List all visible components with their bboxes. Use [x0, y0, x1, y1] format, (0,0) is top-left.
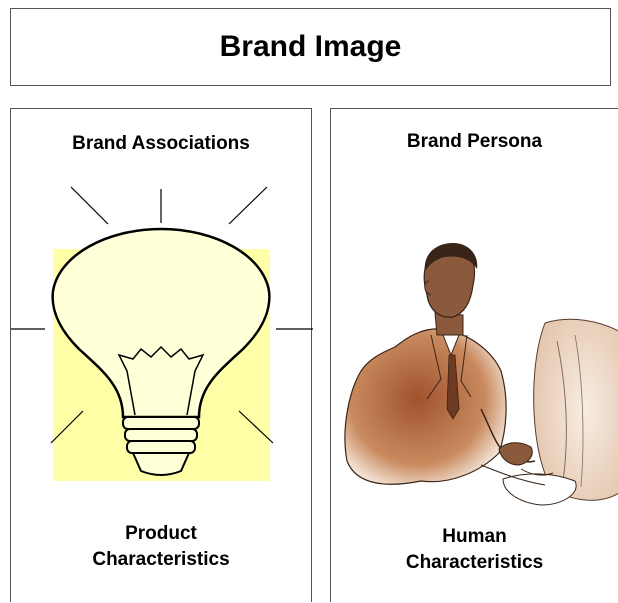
title-box: Brand Image: [10, 8, 611, 86]
caption-line-1: Human: [442, 526, 507, 547]
brand-persona-panel: Brand Persona: [330, 108, 618, 602]
brand-associations-heading: Brand Associations: [72, 133, 250, 154]
caption-line-2: Characteristics: [405, 552, 544, 573]
human-characteristics-caption: Human Characteristics: [331, 524, 618, 576]
brand-associations-panel: Brand Associations Product Characteristi…: [10, 108, 313, 602]
caption-line-1: Product: [125, 523, 197, 544]
caption-line-2: Characteristics: [92, 549, 230, 570]
brand-persona-heading: Brand Persona: [406, 131, 543, 152]
page-title: Brand Image: [219, 30, 402, 63]
lightbulb-icon: [11, 186, 313, 481]
lightbulb-rays: [11, 186, 313, 444]
person-at-computer-icon: [344, 243, 618, 506]
product-characteristics-caption: Product Characteristics: [11, 521, 311, 573]
